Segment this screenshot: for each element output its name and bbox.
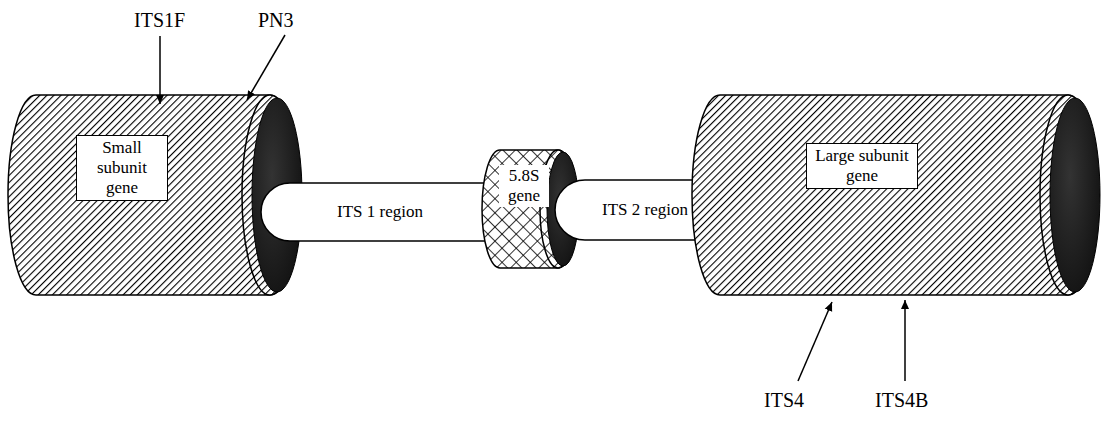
- primer-arrow: [247, 35, 285, 100]
- primer-arrow: [159, 36, 161, 104]
- region-label: Large subunit gene: [806, 143, 918, 189]
- small-subunit-cylinder: [8, 95, 302, 295]
- small-subunit-gene: Small subunit gene: [7, 95, 303, 295]
- primer-label: ITS4B: [875, 389, 928, 411]
- primer-label: ITS1F: [134, 9, 185, 31]
- its1-region: ITS 1 region: [261, 183, 519, 241]
- primer-arrow: [798, 302, 832, 381]
- region-label: 5.8S gene: [499, 165, 549, 207]
- large-subunit-cylinder: [692, 95, 1100, 295]
- primer-label: ITS4: [764, 389, 804, 411]
- large-subunit-gene: Large subunit gene: [692, 95, 1103, 295]
- region-label: ITS 2 region: [602, 200, 688, 220]
- primer-label: PN3: [258, 9, 294, 31]
- region-label: ITS 1 region: [337, 202, 423, 222]
- region-label: Small subunit gene: [76, 135, 168, 201]
- 5-8s-gene: 5.8S gene: [482, 150, 580, 268]
- primer-arrow: [904, 300, 906, 381]
- its1-tube: [261, 183, 519, 241]
- its2-region: ITS 2 region: [555, 180, 725, 240]
